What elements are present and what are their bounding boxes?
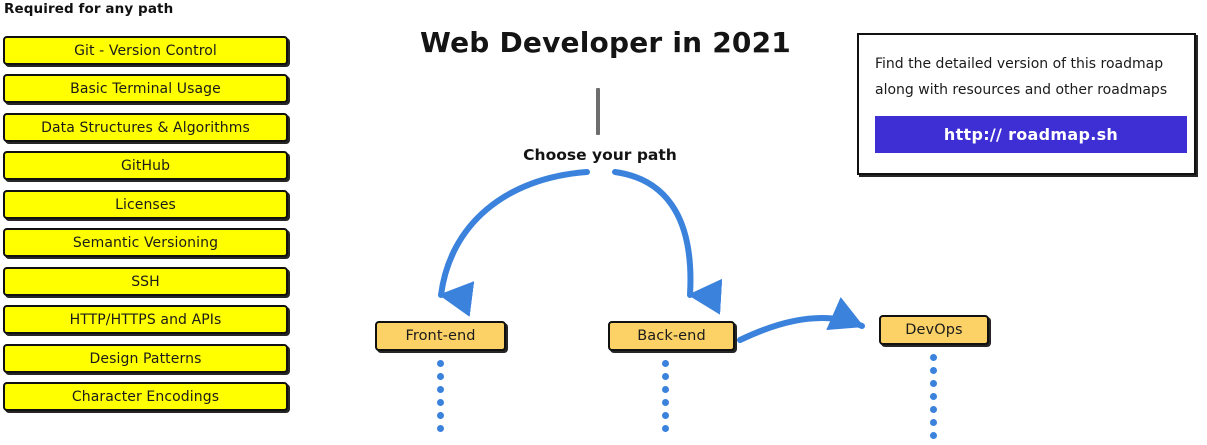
roadmap-promo-box: Find the detailed version of this roadma…: [857, 33, 1196, 175]
promo-text-line-1: Find the detailed version of this roadma…: [875, 56, 1164, 72]
required-item-semantic-versioning[interactable]: Semantic Versioning: [3, 228, 288, 257]
required-item-ssh[interactable]: SSH: [3, 267, 288, 296]
required-item-label: Data Structures & Algorithms: [41, 119, 250, 136]
path-node-devops[interactable]: DevOps: [879, 315, 989, 345]
arrow-to-backend: [612, 169, 723, 315]
dotted-trail-front-end: [437, 360, 444, 438]
required-item-label: Design Patterns: [89, 350, 202, 367]
title-stem-line: [596, 88, 600, 135]
required-item-character-encodings[interactable]: Character Encodings: [3, 382, 288, 411]
promo-text-line-2: along with resources and other roadmaps: [875, 82, 1168, 98]
page-title: Web Developer in 2021: [420, 26, 791, 59]
path-node-label: DevOps: [905, 322, 963, 338]
path-node-back-end[interactable]: Back-end: [608, 321, 735, 351]
roadmap-sh-link-label: http:// roadmap.sh: [943, 125, 1119, 144]
choose-your-path-label: Choose your path: [523, 146, 677, 164]
required-item-git-version-control[interactable]: Git - Version Control: [3, 36, 288, 65]
path-node-label: Back-end: [637, 328, 706, 344]
required-item-github[interactable]: GitHub: [3, 151, 288, 180]
required-item-label: GitHub: [120, 157, 171, 174]
required-item-label: HTTP/HTTPS and APIs: [69, 311, 222, 328]
required-item-licenses[interactable]: Licenses: [3, 190, 288, 219]
required-item-label: SSH: [131, 273, 160, 290]
required-item-label: Semantic Versioning: [72, 234, 219, 251]
dotted-trail-devops: [930, 354, 937, 445]
path-node-label: Front-end: [405, 328, 476, 344]
path-node-front-end[interactable]: Front-end: [375, 321, 506, 351]
required-for-any-path-section: Required for any path Git - Version Cont…: [0, 0, 300, 436]
required-item-label: Licenses: [115, 196, 176, 213]
required-item-label: Character Encodings: [71, 388, 220, 405]
required-section-heading: Required for any path: [4, 1, 174, 17]
required-item-http-https-and-apis[interactable]: HTTP/HTTPS and APIs: [3, 305, 288, 334]
arrow-backend-to-devops: [737, 297, 865, 343]
required-item-label: Basic Terminal Usage: [70, 80, 221, 97]
dotted-trail-back-end: [662, 360, 669, 438]
roadmap-sh-link-button[interactable]: http:// roadmap.sh: [875, 116, 1187, 153]
arrow-to-frontend: [438, 169, 590, 317]
required-item-basic-terminal-usage[interactable]: Basic Terminal Usage: [3, 74, 288, 103]
required-item-data-structures-algorithms[interactable]: Data Structures & Algorithms: [3, 113, 288, 142]
required-item-label: Git - Version Control: [74, 42, 217, 59]
required-item-design-patterns[interactable]: Design Patterns: [3, 344, 288, 373]
